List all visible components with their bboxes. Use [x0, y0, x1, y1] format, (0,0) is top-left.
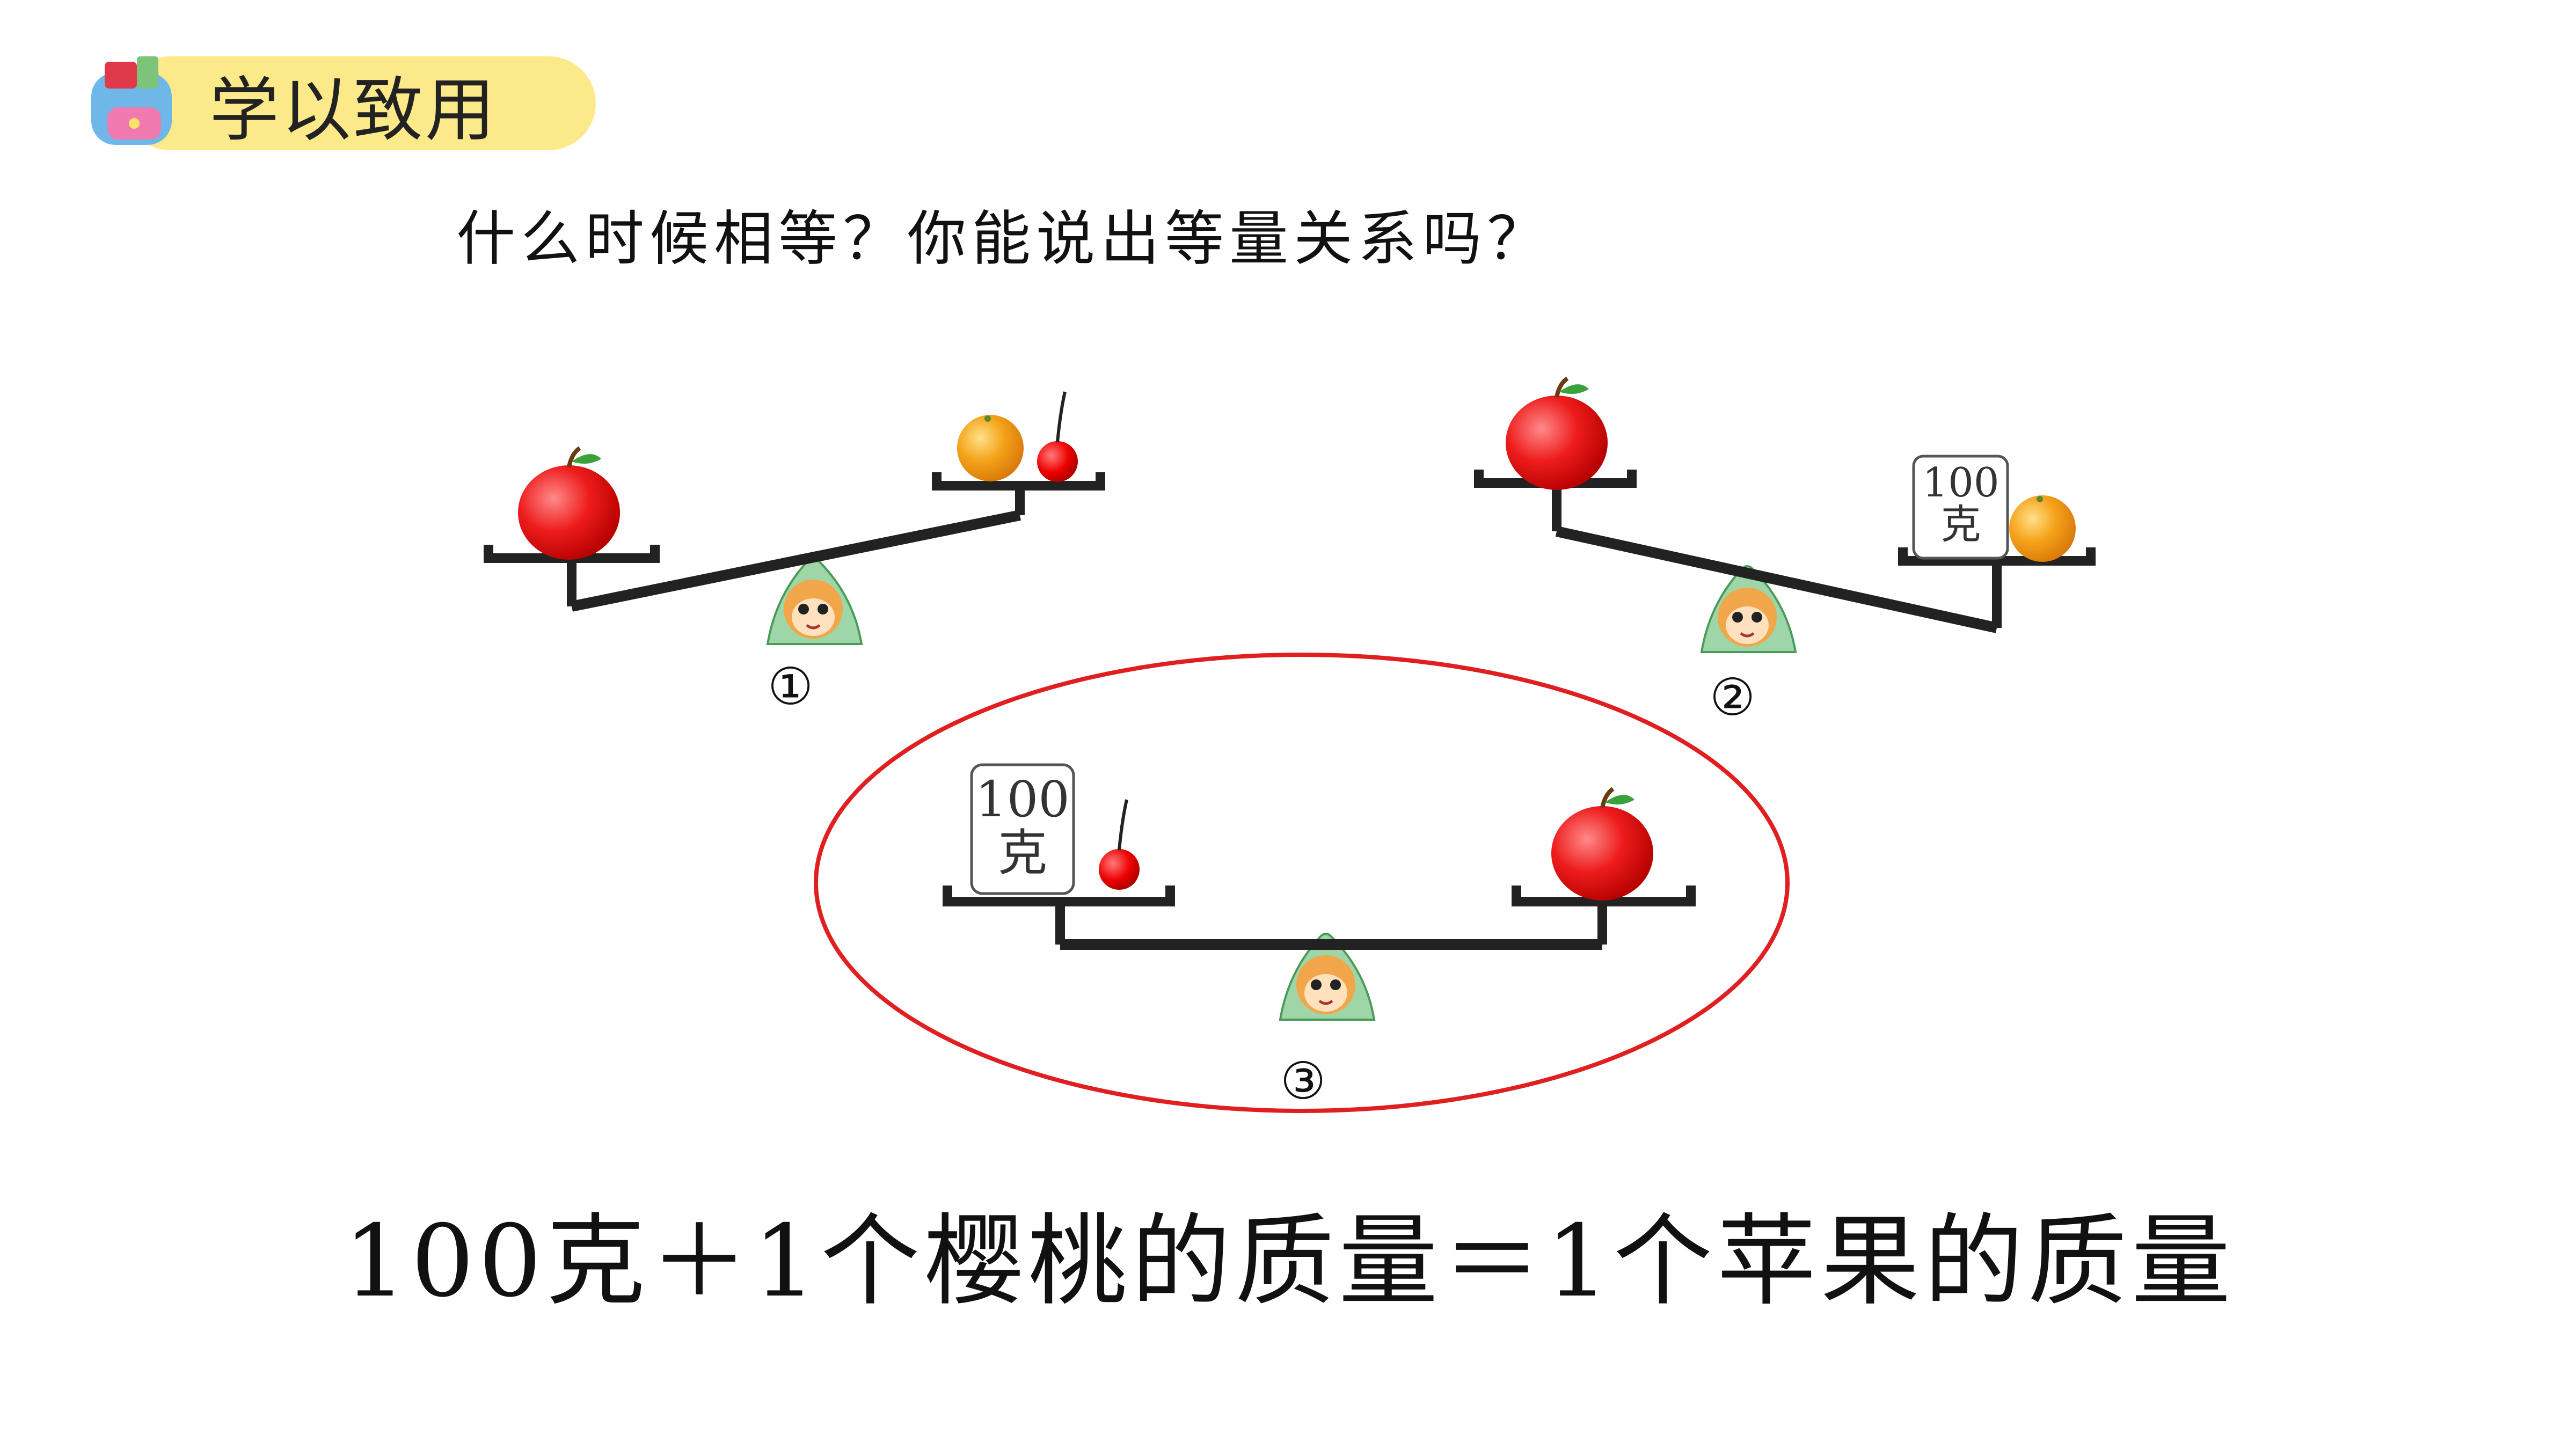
- weight-label-2: 100 克: [1921, 462, 2001, 545]
- equation-text: 100克＋1个樱桃的质量＝1个苹果的质量: [344, 1203, 2235, 1319]
- weight-value-2: 100: [1922, 459, 1999, 506]
- question-text: 什么时候相等？你能说出等量关系吗？: [456, 204, 1551, 273]
- weight-value-3: 100: [975, 771, 1070, 828]
- apple-2: [1506, 378, 1608, 490]
- weight-unit-3: 克: [997, 824, 1047, 882]
- cherry-3: [1099, 800, 1140, 890]
- backpack-icon: [91, 56, 172, 145]
- apple-1: [518, 448, 620, 560]
- orange-2: [2009, 495, 2076, 562]
- orange-1: [957, 415, 1024, 481]
- scale-2: [1474, 378, 2096, 652]
- weight-label-3: 100 克: [974, 773, 1071, 880]
- cherry-1: [1037, 392, 1078, 482]
- scale-number-3: ③: [1280, 1052, 1326, 1111]
- scale-number-1: ①: [768, 657, 814, 716]
- weight-unit-2: 克: [1940, 501, 1981, 548]
- mascot-fulcrum-1: [768, 558, 862, 644]
- scale-3: [943, 763, 1696, 1020]
- section-badge: [91, 56, 596, 150]
- weight-box-3: [970, 763, 1075, 895]
- section-title: 学以致用: [209, 69, 498, 151]
- scale-number-2: ②: [1710, 668, 1756, 727]
- apple-3: [1551, 789, 1653, 901]
- weight-box-2: [1912, 455, 2009, 560]
- scale-1: [484, 392, 1105, 644]
- highlight-ellipse: [814, 653, 1790, 1113]
